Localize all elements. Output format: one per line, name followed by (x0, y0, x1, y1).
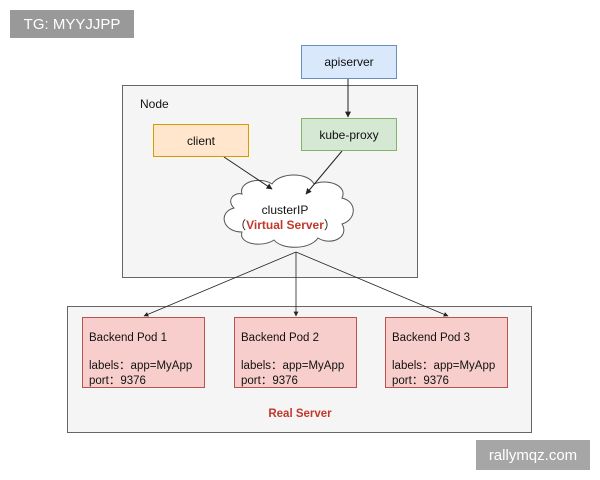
client-box: client (153, 124, 249, 157)
cluster-ip-name: clusterIP (261, 203, 309, 217)
cluster-ip-cloud (223, 174, 354, 248)
pod-title: Backend Pod 2 (241, 332, 320, 344)
pod-labels: labels：app=MyApp (89, 360, 193, 372)
node-container (122, 85, 418, 278)
apiserver-box: apiserver (301, 45, 397, 79)
pod-labels: labels：app=MyApp (392, 360, 496, 372)
pod-port: port：9376 (392, 375, 449, 387)
cluster-ip-to-pod1-arrow (143, 251, 297, 317)
kube-proxy-box: kube-proxy (301, 118, 397, 151)
open-paren: （ (234, 218, 247, 232)
real-server-label: Real Server (268, 408, 332, 420)
pod-title: Backend Pod 3 (392, 332, 471, 344)
site-watermark: rallymqz.com (476, 440, 590, 470)
kube-proxy-to-cluster-ip-arrow (305, 150, 343, 195)
close-paren: ） (323, 218, 336, 232)
pod-port: port：9376 (241, 375, 298, 387)
node-label: Node (140, 97, 169, 111)
client-to-cluster-ip-arrow (223, 156, 273, 190)
tg-watermark: TG: MYYJJPP (10, 10, 134, 38)
backend-pod-2: Backend Pod 2 labels：app=MyApp port：9376 (234, 317, 357, 388)
backend-pod-1: Backend Pod 1 labels：app=MyApp port：9376 (82, 317, 205, 388)
pod-port: port：9376 (89, 375, 146, 387)
cluster-ip-role-line: （Virtual Server） (220, 218, 350, 233)
virtual-server-label: Virtual Server (246, 218, 324, 232)
backend-pod-3: Backend Pod 3 labels：app=MyApp port：9376 (385, 317, 508, 388)
cluster-ip-label: clusterIP （Virtual Server） (220, 203, 350, 233)
cluster-ip-to-pod3-arrow (295, 251, 449, 317)
pod-labels: labels：app=MyApp (241, 360, 345, 372)
pod-title: Backend Pod 1 (89, 332, 168, 344)
